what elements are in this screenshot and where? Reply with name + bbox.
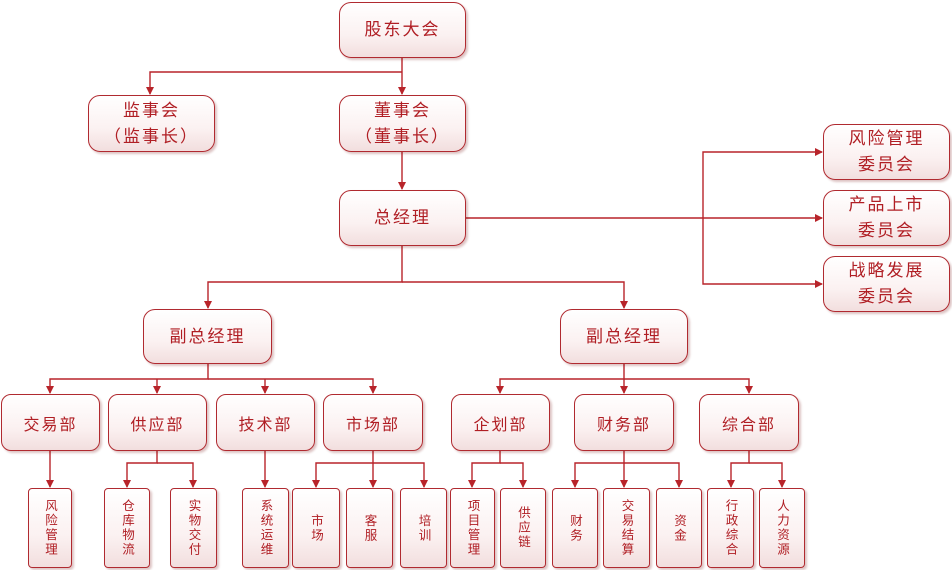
line-shareholders-supervisory	[146, 71, 402, 95]
node-sublabel: （监事长）	[104, 126, 199, 147]
node-label: 风险管理	[848, 129, 925, 149]
node-label: 战略发展	[848, 261, 925, 281]
leaf-trade-settlement: 交易结算	[603, 488, 650, 568]
leaf-label: 财务	[568, 513, 583, 543]
node-label: 供应部	[130, 414, 185, 434]
node-vp-left: 副总经理	[143, 309, 272, 364]
leaf-label: 项目管理	[465, 499, 481, 557]
node-label: 副总经理	[169, 326, 246, 347]
node-label: 技术部	[238, 414, 293, 434]
leaf-training: 培训	[400, 488, 447, 568]
node-dept-tech: 技术部	[216, 394, 315, 451]
node-dept-finance: 财务部	[574, 394, 674, 451]
leaf-label: 行政综合	[723, 499, 739, 557]
leaf-label: 风险管理	[43, 499, 58, 557]
node-committee-risk: 风险管理 委员会	[823, 124, 950, 180]
leaf-risk-management: 风险管理	[28, 488, 72, 568]
node-sublabel: 委员会	[858, 155, 915, 175]
leaf-label: 实物交付	[186, 499, 202, 557]
node-label: 监事会	[123, 100, 180, 121]
leaf-label: 交易结算	[619, 499, 635, 557]
node-dept-market: 市场部	[323, 394, 423, 451]
leaf-administration: 行政综合	[707, 488, 754, 568]
node-board: 董事会 （董事长）	[339, 95, 466, 152]
line-gm-strategy	[702, 218, 823, 288]
node-shareholders: 股东大会	[339, 2, 466, 58]
leaf-system-ops: 系统运维	[242, 488, 289, 568]
leaf-customer-service: 客服	[346, 488, 393, 568]
leaf-label: 仓库物流	[120, 499, 135, 557]
leaf-project-management: 项目管理	[450, 488, 495, 568]
node-dept-supply: 供应部	[108, 394, 207, 451]
node-vp-right: 副总经理	[560, 309, 688, 364]
node-dept-planning: 企划部	[451, 394, 550, 451]
node-label: 董事会	[374, 100, 431, 121]
leaf-label: 供应链	[516, 506, 531, 550]
node-general-manager: 总经理	[339, 190, 466, 246]
line-gm-risk	[702, 148, 823, 218]
node-sublabel: 委员会	[858, 221, 915, 241]
node-label: 企划部	[473, 414, 528, 434]
node-sublabel: （董事长）	[355, 126, 450, 147]
leaf-label: 培训	[416, 513, 432, 543]
leaf-label: 资金	[672, 513, 687, 543]
node-label: 总经理	[374, 208, 431, 228]
node-committee-strategy: 战略发展 委员会	[823, 256, 950, 312]
node-label: 产品上市	[848, 195, 925, 215]
leaf-funds: 资金	[656, 488, 702, 568]
node-sublabel: 委员会	[858, 287, 915, 307]
leaf-label: 人力资源	[775, 499, 790, 557]
node-dept-general: 综合部	[699, 394, 799, 451]
line-vp-right-depts	[496, 364, 625, 394]
node-label: 综合部	[721, 414, 776, 434]
node-label: 交易部	[23, 414, 78, 434]
leaf-label: 客服	[362, 513, 378, 543]
leaf-label: 市场	[309, 513, 324, 543]
leaf-accounting: 财务	[552, 488, 598, 568]
node-label: 股东大会	[364, 20, 441, 40]
node-label: 市场部	[345, 414, 400, 434]
leaf-human-resources: 人力资源	[759, 488, 805, 568]
node-label: 财务部	[596, 414, 651, 434]
line-gm-vp-left	[204, 246, 403, 309]
leaf-physical-delivery: 实物交付	[170, 488, 217, 568]
node-committee-product: 产品上市 委员会	[823, 190, 950, 246]
leaf-supply-chain: 供应链	[500, 488, 546, 568]
node-supervisory: 监事会 （监事长）	[88, 95, 215, 152]
leaf-label: 系统运维	[258, 499, 274, 557]
line-gm-vp-right	[402, 281, 628, 309]
node-label: 副总经理	[586, 326, 662, 347]
line-vp-left-depts	[46, 364, 209, 394]
node-dept-trading: 交易部	[1, 394, 100, 451]
leaf-warehouse-logistics: 仓库物流	[104, 488, 150, 568]
leaf-marketing: 市场	[292, 488, 340, 568]
